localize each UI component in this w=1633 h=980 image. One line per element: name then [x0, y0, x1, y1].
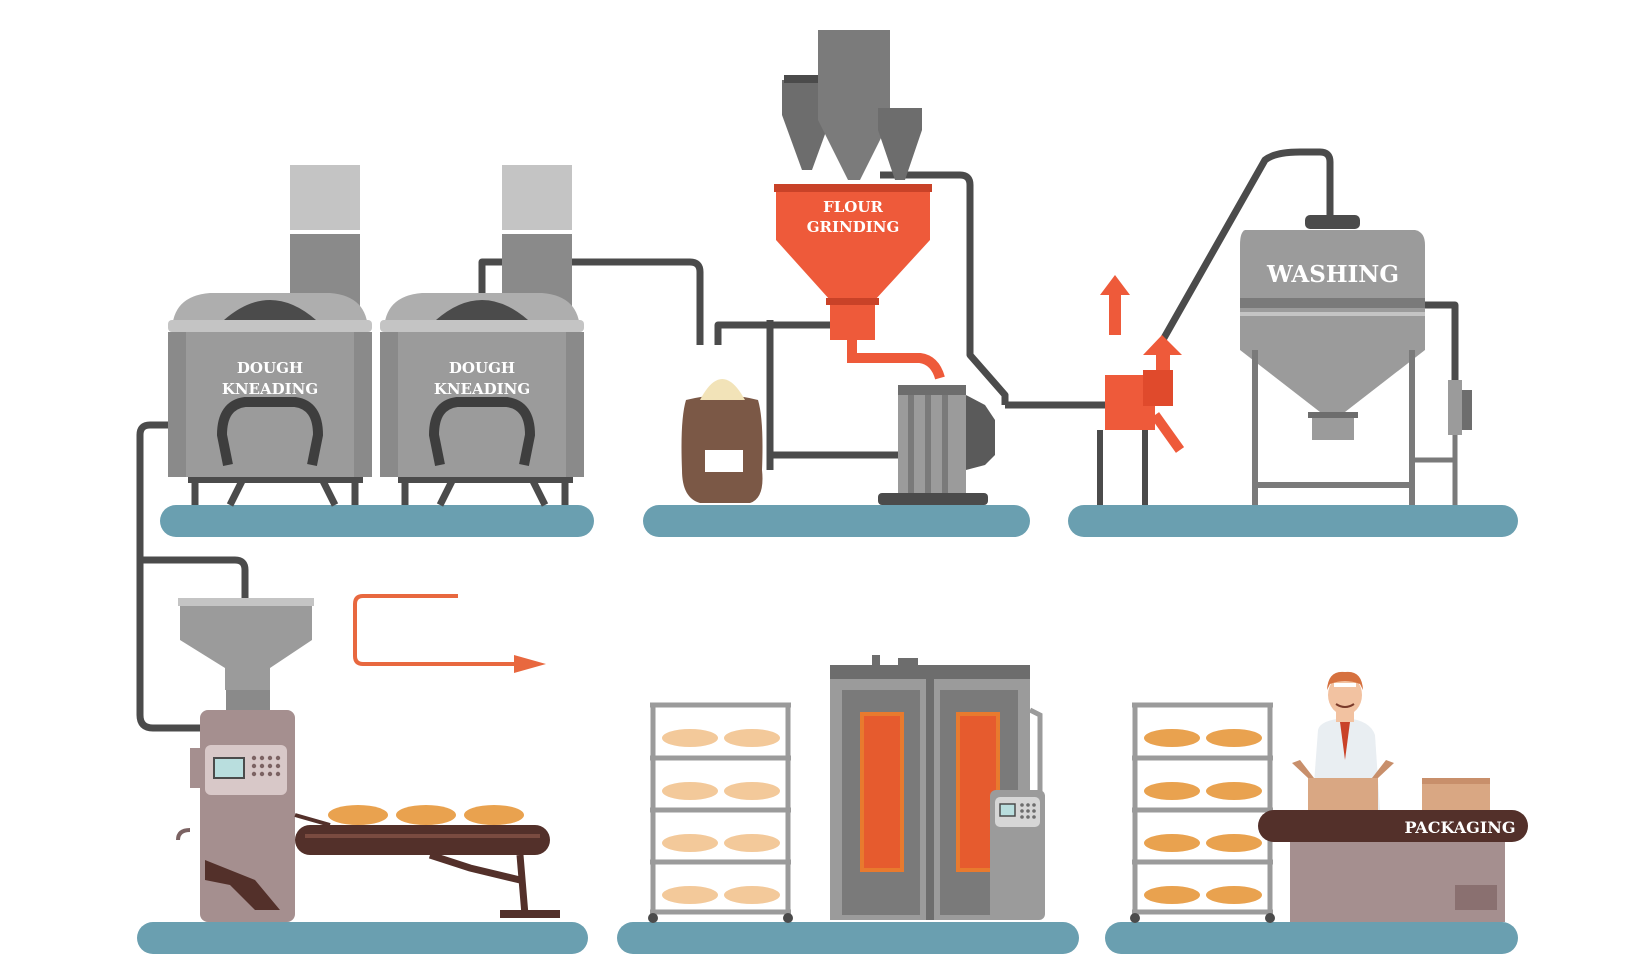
floor-flour-grinding: [643, 505, 1030, 537]
dough-forming-machine: [176, 598, 560, 922]
connecting-pipes: [136, 148, 1459, 732]
floor-dough-kneading: [160, 505, 594, 537]
flour-sack: [681, 395, 763, 503]
dough-kneader-2: DOUGH KNEADING: [380, 165, 584, 507]
packaging-station: PACKAGING: [1130, 671, 1528, 923]
floor-packaging: [1105, 922, 1518, 954]
bread-rack-2: [1132, 702, 1273, 915]
floor-dough-forming: [137, 922, 588, 954]
washing-station: WASHING: [1097, 215, 1472, 505]
label-dough-kneading-2-line2: KNEADING: [434, 380, 530, 398]
baking-station: [648, 655, 1045, 923]
cyclone-right: [878, 108, 922, 180]
loaf: [396, 805, 456, 825]
label-flour-grinding-line1: FLOUR: [823, 198, 883, 216]
label-dough-kneading-1-line1: DOUGH: [237, 359, 303, 377]
label-washing: WASHING: [1266, 261, 1399, 288]
cyclone-center: [818, 80, 890, 180]
pipe-cyclone-right: [880, 171, 1009, 405]
floor-baking: [617, 922, 1079, 954]
process-arrow-icon: [353, 594, 518, 666]
conveyor-belt: [295, 825, 550, 855]
pipe-sack-to-grinder: [714, 321, 838, 345]
pipe-kneader-to-flour: [478, 258, 704, 345]
label-flour-grinding-line2: GRINDING: [807, 218, 900, 236]
loaf: [464, 805, 524, 825]
floor-platforms: [137, 505, 1518, 954]
floor-washing: [1068, 505, 1518, 537]
pipe-kneader-to-forming: [136, 421, 205, 732]
loaf: [328, 805, 388, 825]
open-box: [1308, 778, 1378, 810]
pipe-washing-right: [1422, 301, 1459, 390]
packaging-belt: [1258, 810, 1528, 842]
flour-grinding-station: FLOUR GRINDING: [681, 30, 995, 505]
dough-kneader-1: DOUGH KNEADING: [168, 165, 372, 507]
washing-tank: [1240, 230, 1425, 412]
pipe-to-hopper: [140, 556, 249, 600]
exhaust-arrow-left: [1100, 275, 1130, 335]
label-packaging: PACKAGING: [1404, 818, 1515, 837]
label-dough-kneading-1-line2: KNEADING: [222, 380, 318, 398]
label-dough-kneading-2-line1: DOUGH: [449, 359, 515, 377]
flour-grinding-hopper: [776, 188, 930, 300]
bread-rack-1: [650, 702, 791, 915]
forming-hopper: [180, 600, 312, 690]
exhaust-arrow-right: [1143, 335, 1182, 375]
pipe-washing-arc: [1156, 148, 1334, 347]
